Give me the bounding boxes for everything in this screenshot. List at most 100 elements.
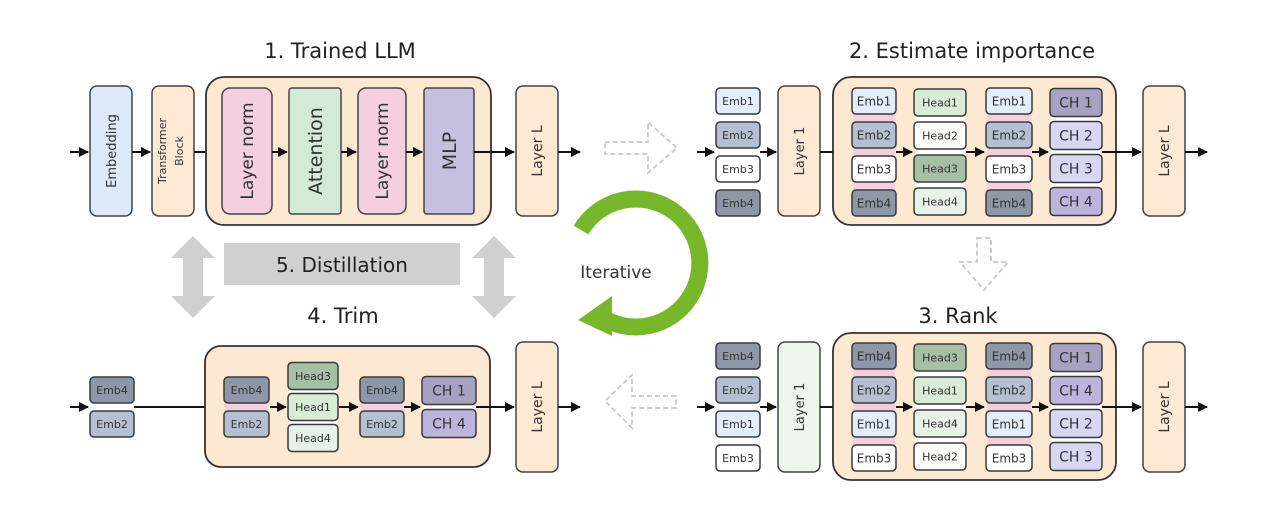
embedding-channel-label: Emb1 [992, 94, 1027, 108]
embedding-channel-box [851, 376, 897, 404]
embedding-channel-label: Emb2 [992, 383, 1027, 397]
embedding-channel-label: Emb2 [366, 418, 398, 431]
embedding-channel-box [715, 410, 761, 438]
mlp-channel-box [1049, 441, 1103, 472]
double-arrow-left-icon [171, 236, 215, 318]
attention-head-box [913, 154, 967, 183]
embedding-channel-box [985, 87, 1033, 115]
embedding-channel-box [985, 189, 1033, 217]
embedding-channel-box [715, 444, 761, 472]
embedding-channel-label: Emb3 [992, 451, 1027, 465]
transformer-label-line1: Transformer [156, 118, 169, 185]
embedding-channel-box [985, 342, 1033, 370]
mlp-channel-label: CH 2 [1059, 129, 1093, 145]
panel-title-trained-llm: 1. Trained LLM [264, 39, 416, 63]
embedding-channel-label: Emb4 [722, 197, 754, 210]
embedding-channel-box [715, 342, 761, 370]
mlp-channels-stack: CH 1CH 2CH 3CH 4 [1049, 87, 1103, 217]
attention-head-box [913, 376, 967, 405]
panel-title-estimate-importance: 2. Estimate importance [849, 39, 1095, 63]
dashed-arrow-down-icon [958, 237, 1010, 292]
embedding-channel-box [985, 155, 1033, 183]
mlp-channel-box [1049, 120, 1103, 151]
embedding-channel-label: Emb1 [722, 95, 754, 108]
embedding-channel-box [851, 444, 897, 472]
mlp-channel-box [1049, 342, 1103, 373]
embedding-channel-label: Emb2 [722, 384, 754, 397]
attention-head-label: Head4 [922, 417, 958, 430]
embedding-channel-box [715, 87, 761, 115]
distillation-banner [224, 243, 460, 285]
double-arrow-right-icon [472, 236, 516, 318]
embedding-channel-box [851, 410, 897, 438]
transformer-label-line2: Block [173, 136, 186, 166]
embedding-channel-label: Emb2 [722, 129, 754, 142]
embedding-channel-label: Emb4 [992, 196, 1027, 210]
embedding-channel-box [985, 376, 1033, 404]
attention-head-label: Head3 [922, 351, 958, 364]
mlp-channel-box [421, 408, 477, 439]
embedding-channel-box [715, 121, 761, 149]
layer-l-label: Layer L [1157, 125, 1173, 176]
embedding-channel-label: Emb3 [722, 163, 754, 176]
embedding-channel-box [985, 121, 1033, 149]
embedding-channel-label: Emb2 [231, 418, 263, 431]
embedding-channel-label: Emb4 [992, 349, 1027, 363]
dashed-arrow-right-icon [604, 119, 679, 175]
embedding-channel-label: Emb4 [366, 384, 398, 397]
mlp-channel-box [421, 375, 477, 406]
mlp-channel-label: CH 4 [1059, 384, 1093, 400]
embedding-channel-label: Emb1 [722, 418, 754, 431]
attention-head-label: Head2 [922, 129, 958, 142]
iterative-cycle-arrow-icon [573, 190, 709, 336]
embedding-channel-box [851, 87, 897, 115]
attention-label: Attention [305, 107, 327, 195]
attention-head-label: Head1 [922, 96, 958, 109]
embedding-channel-box [223, 410, 270, 438]
embedding-channel-label: Emb4 [857, 196, 892, 210]
embedding-channel-box [715, 155, 761, 183]
attention-head-label: Head1 [295, 401, 331, 414]
embedding-channel-box [89, 376, 135, 404]
mlp-channel-box [1049, 408, 1103, 439]
embedding-channel-box [715, 376, 761, 404]
layer-l-label: Layer L [1157, 381, 1173, 432]
attention-head-label: Head1 [922, 384, 958, 397]
embedding-channel-box [851, 342, 897, 370]
embedding-channel-label: Emb3 [857, 451, 892, 465]
mlp-channel-label: CH 1 [432, 384, 466, 400]
distillation-label: 5. Distillation [276, 253, 408, 277]
panel-title-rank: 3. Rank [918, 304, 998, 328]
layer-norm-1-label: Layer norm [238, 102, 258, 199]
mlp-channel-label: CH 1 [1059, 96, 1093, 112]
mlp-channel-label: CH 1 [1059, 351, 1093, 367]
embedding-channel-label: Emb2 [96, 418, 128, 431]
panel-trained-llm: 1. Trained LLM Embedding Transformer Blo… [70, 39, 581, 226]
layer-1-label: Layer 1 [793, 127, 808, 176]
layer-l-label: Layer L [530, 381, 546, 432]
embedding-channel-box [359, 410, 405, 438]
mlp-channel-box [1049, 87, 1103, 118]
embedding-channel-label: Emb4 [231, 384, 263, 397]
mlp-channel-label: CH 3 [1059, 450, 1093, 466]
attention-head-box [287, 392, 339, 422]
panel-title-trim: 4. Trim [307, 304, 378, 328]
embedding-channel-box [851, 155, 897, 183]
attention-head-box [913, 409, 967, 438]
attention-head-label: Head3 [295, 370, 331, 383]
layer-l-label: Layer L [530, 125, 546, 176]
embedding-channel-label: Emb2 [857, 383, 892, 397]
mlp-label: MLP [439, 132, 461, 170]
mlp-channel-box [1049, 153, 1103, 184]
